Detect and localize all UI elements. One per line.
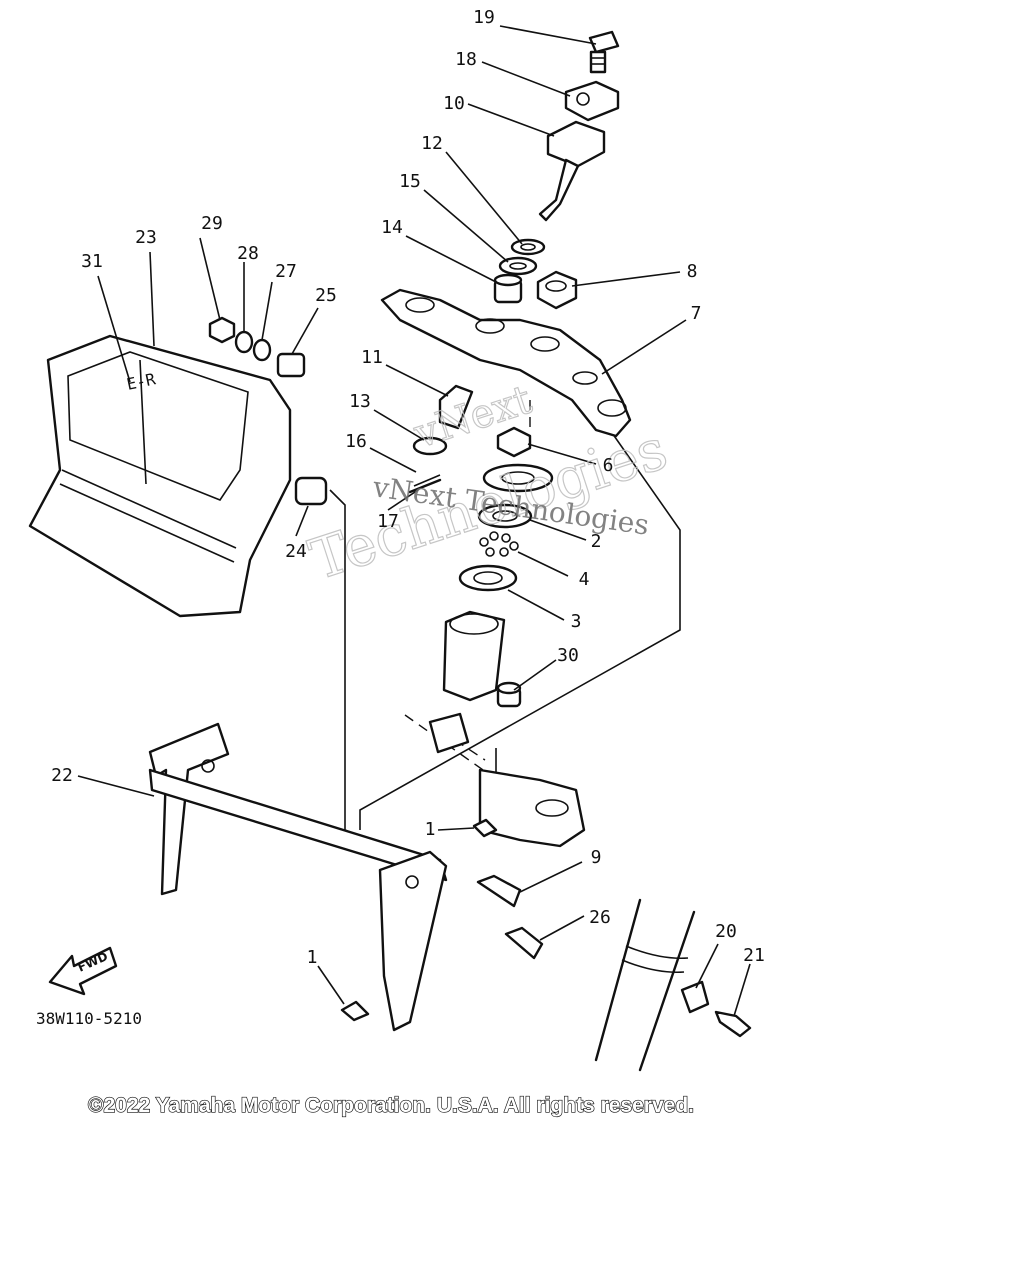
callout-4: 4 [579, 569, 590, 590]
part-clamp-20 [680, 980, 710, 1014]
callout-10: 10 [443, 93, 465, 114]
part-nut-8 [536, 270, 578, 310]
callout-20: 20 [715, 921, 737, 942]
callout-19: 19 [473, 7, 495, 28]
callout-18: 18 [455, 49, 477, 70]
part-race-3 [458, 564, 518, 592]
part-washer-12 [510, 238, 546, 256]
callout-17: 17 [377, 511, 399, 532]
callout-11: 11 [361, 347, 383, 368]
leader-lines [77, 25, 751, 1017]
part-bolt-17 [408, 474, 442, 494]
callout-23: 23 [135, 227, 157, 248]
part-handlebar-holder-upper-18 [564, 80, 620, 122]
part-washer-15 [498, 256, 538, 276]
part-washer-13 [412, 436, 448, 456]
copyright-notice: ©2022 Yamaha Motor Corporation. U.S.A. A… [88, 1094, 694, 1117]
callout-labels: 19 18 10 12 15 14 8 7 11 13 16 17 6 2 4 … [51, 7, 765, 968]
callout-3: 3 [571, 611, 582, 632]
part-bolt-1-upper [472, 818, 498, 838]
callout-1-lower: 1 [307, 947, 318, 968]
part-bolt-9 [476, 874, 522, 908]
part-bearing-balls-4 [479, 531, 519, 557]
callout-15: 15 [399, 171, 421, 192]
part-steering-stem-sleeve [428, 712, 470, 754]
part-handlebar-holder-lower-10 [538, 120, 606, 222]
part-bolt-21 [714, 1010, 752, 1038]
callout-2: 2 [591, 531, 602, 552]
callout-22: 22 [51, 765, 73, 786]
part-bolt-19 [588, 30, 620, 74]
part-bolt-1-lower [340, 1000, 370, 1022]
callout-9: 9 [591, 847, 602, 868]
part-nut-29 [208, 316, 236, 344]
fwd-arrow-icon: FWD [48, 946, 118, 996]
callout-12: 12 [421, 133, 443, 154]
callout-28: 28 [237, 243, 259, 264]
part-collar-30 [496, 681, 522, 708]
part-washer-28 [234, 330, 254, 354]
part-headlight-stay-22 [148, 722, 448, 1032]
callout-16: 16 [345, 431, 367, 452]
part-race-2 [477, 503, 533, 529]
callout-7: 7 [691, 303, 702, 324]
callout-21: 21 [743, 945, 765, 966]
callout-31: 31 [81, 251, 103, 272]
callout-25: 25 [315, 285, 337, 306]
part-head-pipe-sleeve [442, 610, 506, 702]
part-front-fork-tube [594, 898, 696, 1072]
part-headlight-cowling-23: E-R [28, 334, 292, 618]
part-upper-bracket-7 [380, 288, 632, 438]
part-collar-25 [276, 352, 306, 378]
callout-26: 26 [589, 907, 611, 928]
callout-6: 6 [603, 455, 614, 476]
callout-27: 27 [275, 261, 297, 282]
callout-8: 8 [687, 261, 698, 282]
callout-13: 13 [349, 391, 371, 412]
part-washer-27 [252, 338, 272, 362]
part-collar-11 [438, 384, 474, 430]
callout-30: 30 [557, 645, 579, 666]
part-seal-ring-upper [482, 463, 554, 493]
part-washer-6 [496, 426, 532, 458]
callout-29: 29 [201, 213, 223, 234]
callout-1-upper: 1 [425, 819, 436, 840]
diagram-code: 38W110-5210 [36, 1009, 142, 1028]
part-bolt-26 [504, 926, 544, 960]
part-damper-24 [294, 476, 328, 506]
callout-24: 24 [285, 541, 307, 562]
part-collar-14 [493, 273, 523, 304]
callout-14: 14 [381, 217, 403, 238]
